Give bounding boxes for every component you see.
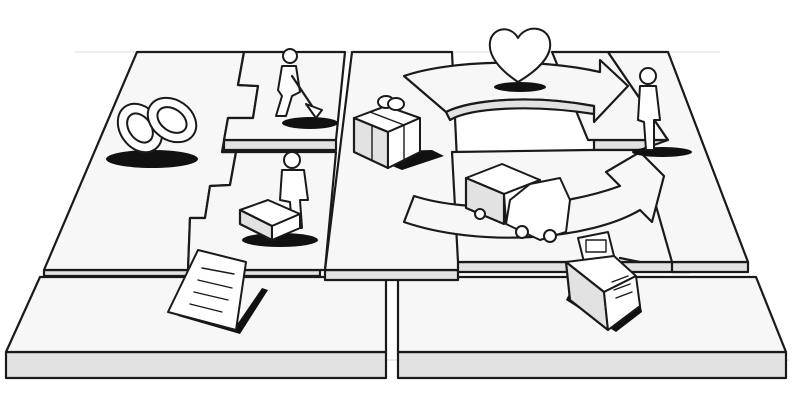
standing-person-icon: [632, 67, 692, 157]
person-digging-icon: [275, 48, 338, 129]
delivery-truck-icon: [464, 163, 571, 243]
chain-links-icon: [106, 96, 198, 168]
cash-register-icon: [564, 231, 642, 332]
customer-segments-block: [606, 50, 750, 274]
person-with-package-icon: [238, 151, 318, 247]
heart-icon: [488, 27, 552, 92]
document-icon: [167, 249, 268, 334]
gift-box-icon: [352, 95, 444, 170]
